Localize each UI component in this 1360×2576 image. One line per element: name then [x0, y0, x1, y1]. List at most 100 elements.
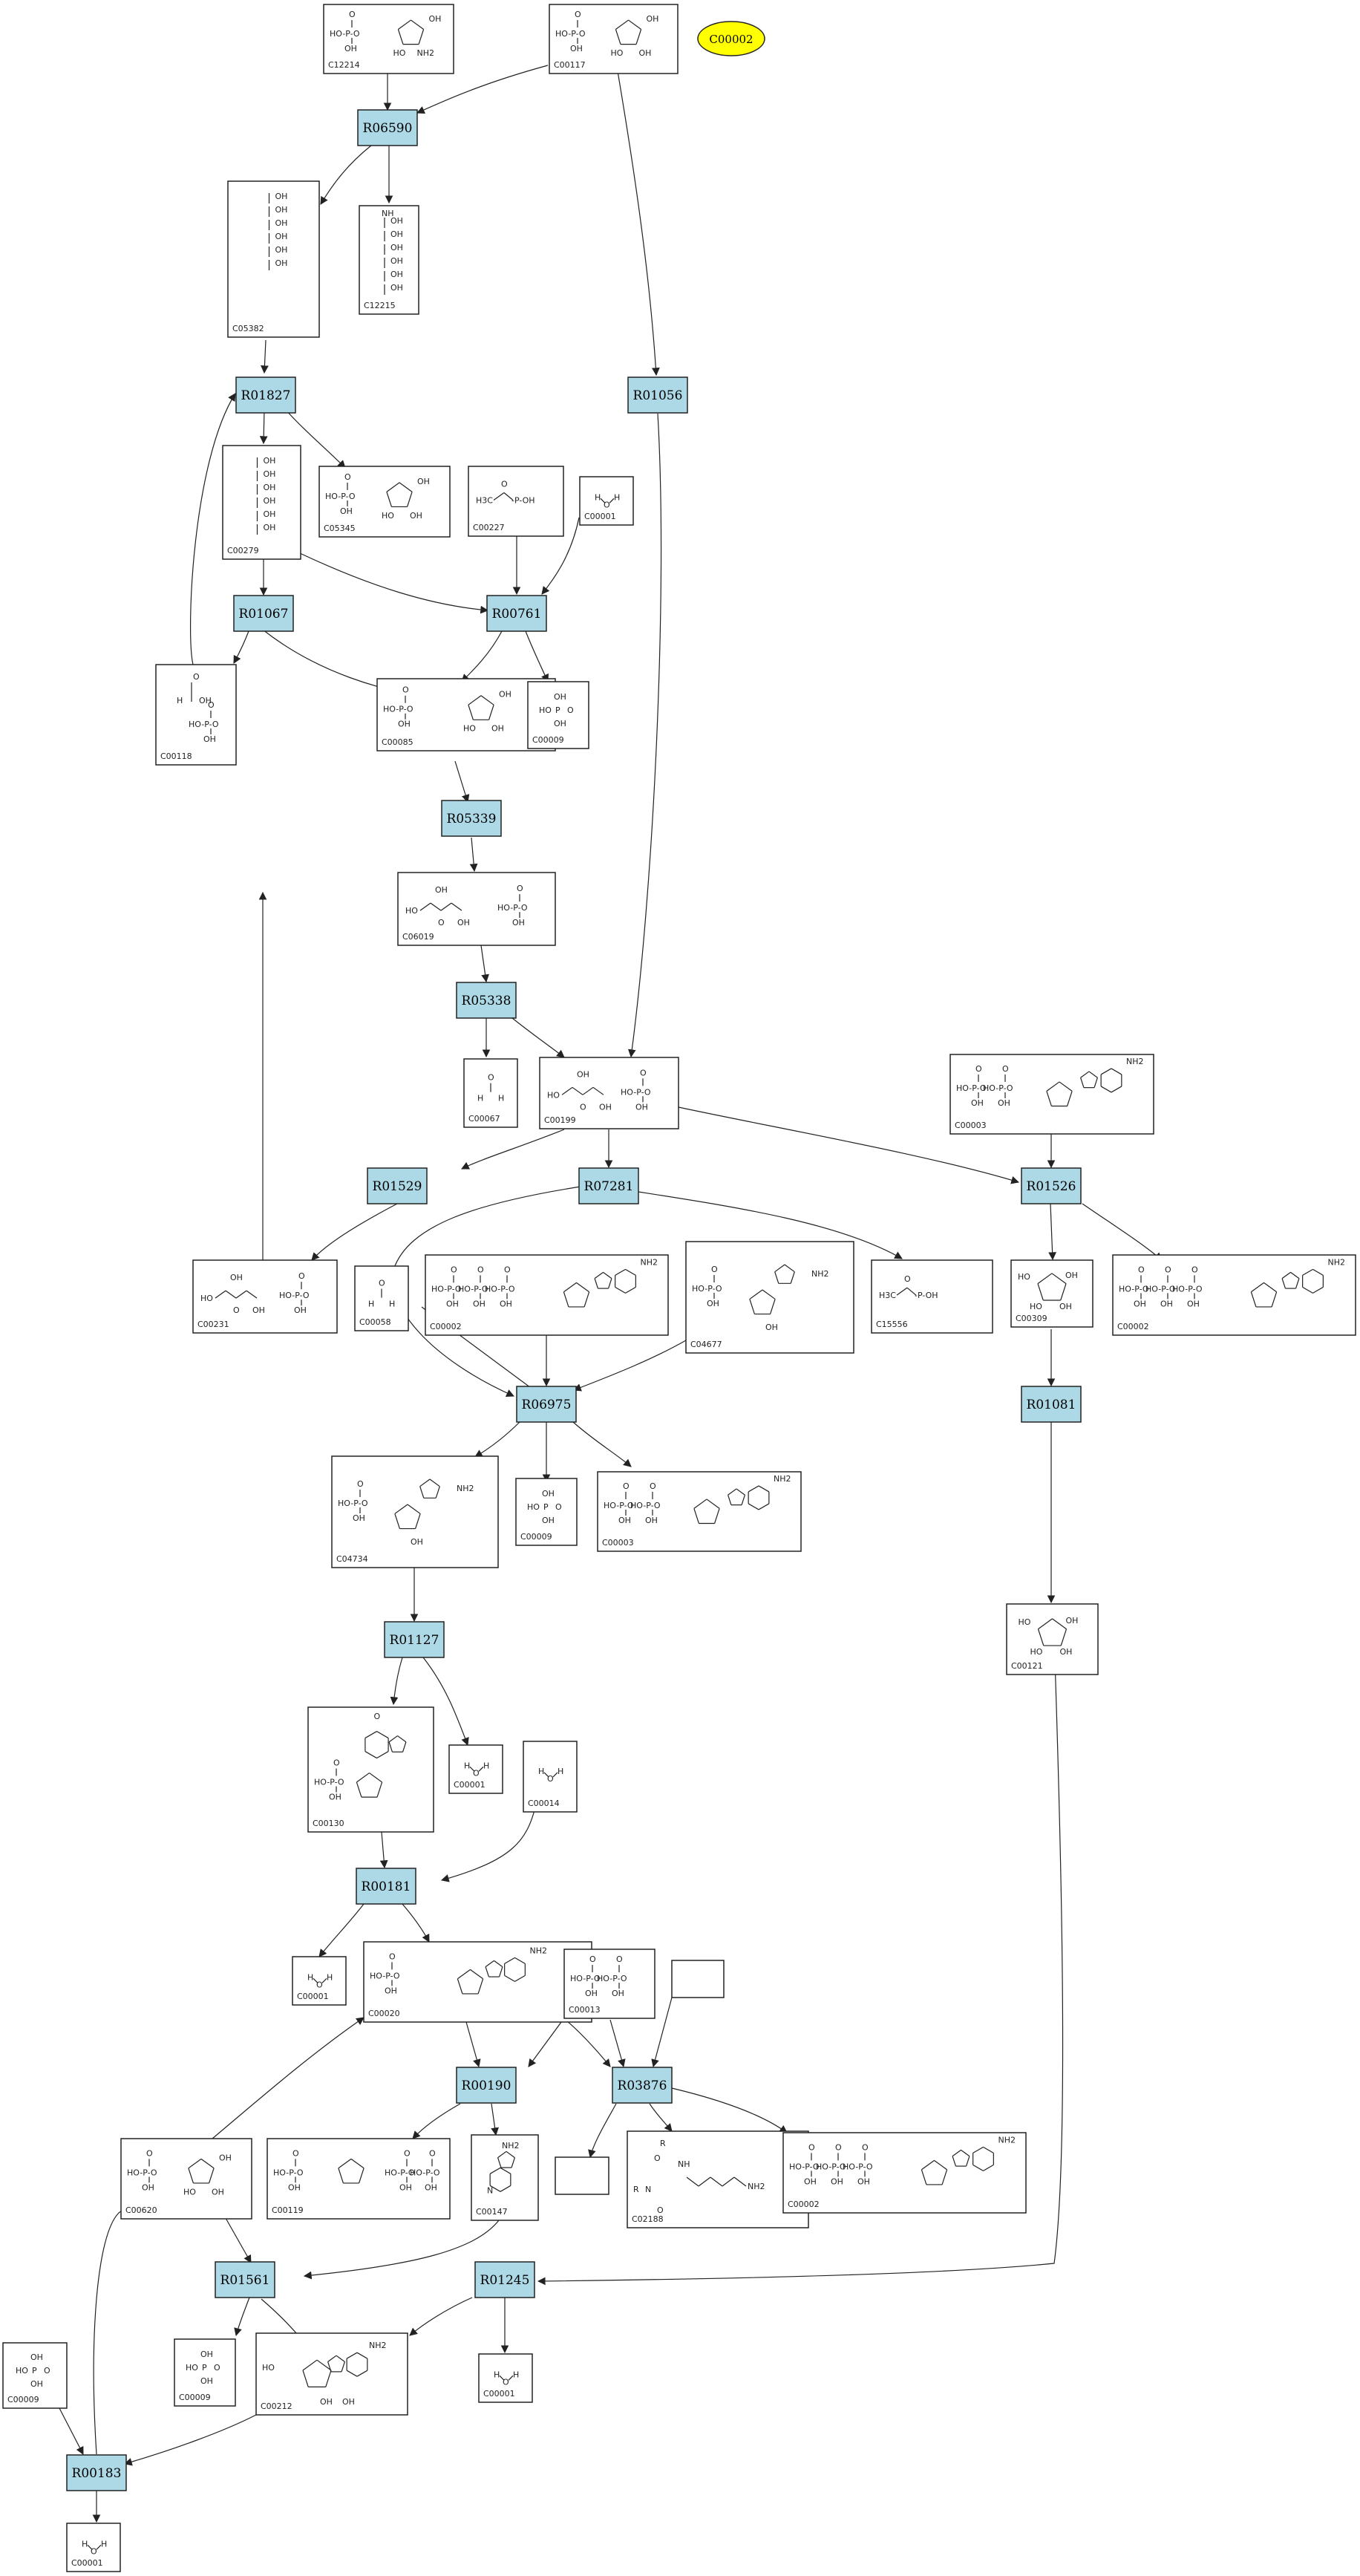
- compound-box[interactable]: [222, 445, 301, 560]
- reaction-node[interactable]: R05339: [441, 800, 502, 837]
- reaction-box[interactable]: [612, 2067, 673, 2104]
- reaction-node[interactable]: R00761: [486, 595, 547, 632]
- reaction-node[interactable]: R00190: [456, 2067, 517, 2104]
- compound-box[interactable]: [174, 2338, 236, 2407]
- compound-box[interactable]: [597, 1471, 802, 1552]
- reaction-node[interactable]: R01081: [1021, 1386, 1082, 1423]
- reaction-box[interactable]: [233, 595, 294, 632]
- compound-box[interactable]: [292, 1956, 347, 2006]
- reaction-box[interactable]: [474, 2261, 535, 2298]
- reaction-node[interactable]: R06975: [516, 1386, 577, 1423]
- compound-box[interactable]: [1006, 1603, 1099, 1675]
- reaction-node[interactable]: R01529: [367, 1167, 428, 1204]
- reaction-box[interactable]: [66, 2454, 127, 2491]
- compound-box[interactable]: [363, 1941, 592, 2023]
- compound-box[interactable]: [468, 466, 564, 537]
- highlight-compound[interactable]: C00002: [697, 21, 765, 56]
- reaction-node[interactable]: R01127: [384, 1621, 445, 1658]
- compound-box[interactable]: [1010, 1259, 1093, 1328]
- reaction-node[interactable]: R01067: [233, 595, 294, 632]
- compound-box[interactable]: [331, 1455, 499, 1568]
- compound-box[interactable]: [318, 466, 451, 538]
- compound-box[interactable]: [255, 2332, 408, 2416]
- reaction-box[interactable]: [235, 376, 296, 414]
- reaction-node[interactable]: R05338: [456, 982, 517, 1019]
- reaction-box[interactable]: [1021, 1167, 1082, 1204]
- compound-box[interactable]: [563, 1949, 656, 2019]
- compound-box[interactable]: [685, 1241, 854, 1354]
- reaction-box[interactable]: [516, 1386, 577, 1423]
- compound-box[interactable]: [397, 872, 556, 946]
- compound-box[interactable]: [549, 4, 679, 74]
- compound-box[interactable]: [376, 678, 556, 751]
- compound-box[interactable]: [2, 2342, 68, 2409]
- reaction-box[interactable]: [486, 595, 547, 632]
- empty-compound-box[interactable]: [555, 2156, 609, 2195]
- compound-box[interactable]: [527, 681, 589, 749]
- reaction-box[interactable]: [1021, 1386, 1082, 1423]
- reaction-node[interactable]: R01561: [215, 2261, 275, 2298]
- compound-box[interactable]: [425, 1254, 669, 1336]
- compound-box[interactable]: [539, 1057, 679, 1129]
- compound-box[interactable]: [463, 1058, 518, 1128]
- reaction-box[interactable]: [356, 1868, 416, 1905]
- compound-box[interactable]: [523, 1741, 578, 1813]
- reaction-box[interactable]: [215, 2261, 275, 2298]
- reaction-node[interactable]: R01245: [474, 2261, 535, 2298]
- compound-box[interactable]: [515, 1478, 578, 1546]
- highlight-ellipse[interactable]: [697, 21, 765, 56]
- reaction-node[interactable]: R00181: [356, 1868, 416, 1905]
- reaction-node[interactable]: R01526: [1021, 1167, 1082, 1204]
- compound-box[interactable]: [949, 1054, 1154, 1135]
- compound-box[interactable]: [471, 2134, 539, 2221]
- compound-box[interactable]: [323, 4, 454, 74]
- reaction-node[interactable]: R01827: [235, 376, 296, 414]
- reaction-box[interactable]: [441, 800, 502, 837]
- reaction-box[interactable]: [384, 1621, 445, 1658]
- reaction-node[interactable]: R06590: [357, 109, 418, 146]
- reaction-box[interactable]: [357, 109, 418, 146]
- reaction-box[interactable]: [578, 1167, 639, 1204]
- empty-compound-box[interactable]: [671, 1960, 725, 1998]
- compound-box[interactable]: [155, 664, 237, 766]
